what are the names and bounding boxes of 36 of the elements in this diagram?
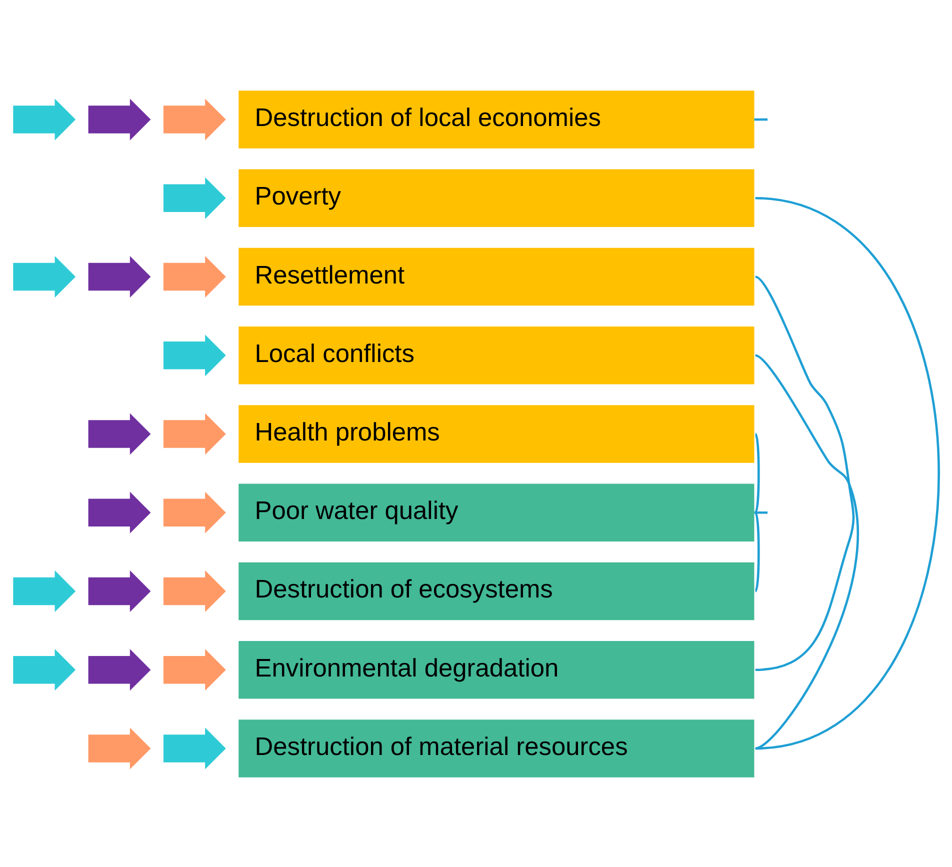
node-box: Poverty (238, 168, 754, 227)
node-arrow (13, 255, 76, 298)
node-arrow (13, 98, 76, 140)
node-arrow (163, 98, 226, 140)
connector (754, 432, 760, 513)
connector (754, 118, 768, 120)
node-arrow (88, 727, 151, 769)
connector (754, 512, 760, 592)
node-box: Destruction of material resources (238, 719, 754, 777)
node-arrow (163, 176, 226, 218)
node-arrow (163, 648, 226, 690)
node-arrow (163, 570, 226, 612)
connector (754, 275, 855, 670)
node-box: Local conflicts (238, 326, 754, 384)
node-arrow (88, 98, 151, 140)
connector (755, 196, 940, 750)
node-arrow (163, 412, 226, 454)
connector (754, 510, 768, 514)
node-arrow (163, 255, 226, 298)
connector (754, 354, 859, 750)
node-arrow (88, 412, 151, 454)
node-arrow (13, 570, 76, 612)
node-box: Environmental degradation (238, 640, 754, 698)
node-arrow (13, 648, 76, 690)
node-arrow (163, 491, 226, 533)
node-arrow (163, 727, 226, 769)
node-arrow (163, 334, 226, 376)
node-box: Destruction of local economies (238, 90, 754, 148)
node-arrow (88, 491, 151, 533)
node-arrow (88, 255, 151, 298)
node-box: Health problems (238, 404, 754, 462)
node-box: Poor water quality (238, 483, 754, 542)
node-box: Resettlement (238, 247, 754, 306)
node-arrow (88, 570, 151, 612)
node-arrow (88, 648, 151, 690)
node-box: Destruction of ecosystems (238, 562, 754, 620)
